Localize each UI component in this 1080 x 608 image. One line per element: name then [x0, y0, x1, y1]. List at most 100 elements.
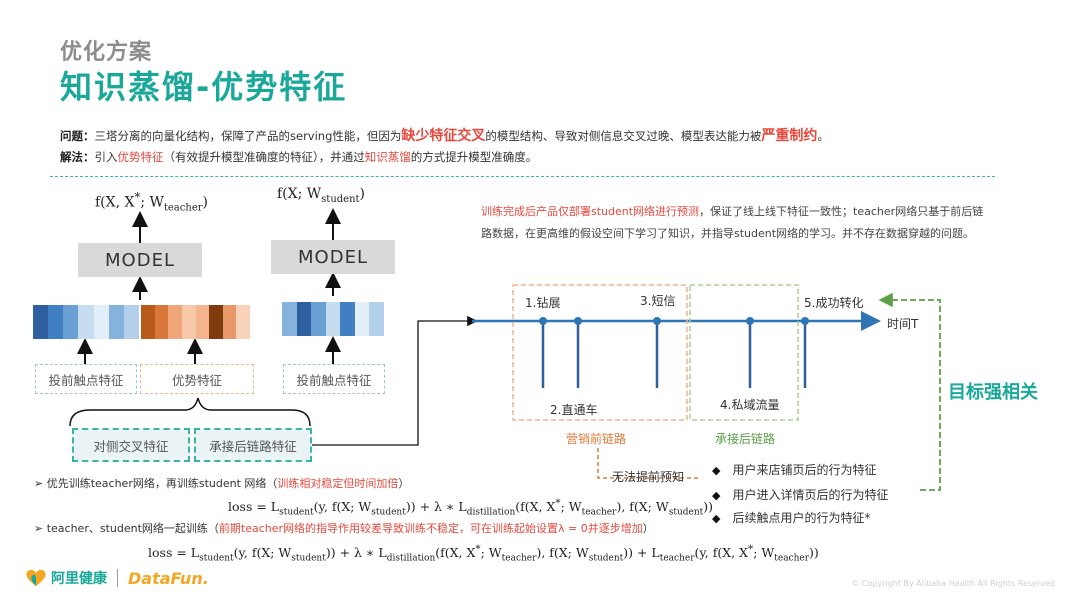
embedding-cell: [181, 305, 196, 339]
embedding-cell: [325, 302, 341, 336]
behavior-item-2: ◆ 用户进入详情页后的行为特征: [712, 486, 888, 503]
student-output-pre: f(X; W: [277, 186, 322, 202]
behavior-text: 用户来店铺页后的行为特征: [732, 463, 877, 477]
behavior-text: 用户进入详情页后的行为特征: [732, 488, 889, 502]
student-output-formula: f(X; Wstudent): [277, 186, 365, 205]
section-divider: [50, 176, 995, 177]
bullet-2-close: ）: [642, 522, 654, 535]
embedding-cell: [154, 305, 169, 339]
teacher-pre-touch-feature: 投前触点特征: [35, 364, 137, 394]
brand-divider: [117, 569, 118, 587]
training-bullet-2: ➢ teacher、student网络一起训练（前期teacher网络的指导作用…: [34, 520, 654, 536]
teacher-output-sup: *: [134, 190, 141, 204]
stage-5-label: 5.成功转化: [804, 296, 864, 310]
diamond-bullet-icon: ◆: [712, 464, 721, 477]
embedding-cell: [48, 305, 64, 339]
embedding-cell: [222, 305, 237, 339]
teacher-output-formula: f(X, X*; Wteacher): [95, 190, 208, 213]
advantage-feature: 优势特征: [140, 364, 254, 394]
embedding-cell: [311, 302, 326, 336]
solution-statement: 解法：引入优势特征（有效提升模型准确度的特征），并通过知识蒸馏的方式提升模型准确…: [60, 149, 537, 165]
teacher-output-post: ): [202, 194, 208, 211]
teacher-output-sub: teacher: [163, 202, 203, 214]
diamond-bullet-icon: ◆: [712, 512, 721, 525]
training-bullet-1: ➢ 优先训练teacher网络，再训练student 网络（训练相对稳定但时间加…: [34, 475, 409, 491]
alihealth-brand-text: 阿里健康: [51, 571, 107, 587]
alihealth-logo-icon: [26, 569, 46, 586]
cross-feature: 对侧交叉特征: [72, 428, 190, 462]
arrow-bullet-icon: ➢: [34, 522, 47, 535]
loss-formula-2: loss = Lstudent(y, f(X; Wstudent)) + λ ∗…: [148, 543, 819, 564]
embedding-cell: [141, 305, 155, 339]
datafun-brand-text: DataFun.: [128, 568, 209, 588]
problem-highlight-2: 严重制约: [761, 128, 818, 144]
problem-text-1: 三塔分离的向量化结构，保障了产品的serving性能，但因为: [94, 129, 402, 143]
solution-label: 解法：: [60, 150, 95, 164]
solution-text-3: 的方式提升模型准确度。: [410, 150, 538, 164]
post-chain-feature: 承接后链路特征: [194, 428, 312, 462]
bullet-1-close: ）: [398, 477, 410, 490]
problem-text-3: 。: [817, 129, 829, 143]
stage-1-label: 1.钻展: [525, 296, 561, 310]
loss-formula-1: loss = Lstudent(y, f(X; Wstudent)) + λ ∗…: [228, 497, 714, 518]
stage-2-label: 2.直通车: [550, 403, 598, 417]
behavior-item-3: ◆ 后续触点用户的行为特征*: [712, 509, 870, 526]
embedding-cell: [33, 305, 49, 339]
student-output-post: ): [359, 186, 366, 202]
solution-highlight-2: 知识蒸馏: [364, 150, 411, 164]
bullet-1-text: 优先训练teacher网络，再训练student 网络（: [46, 477, 278, 490]
teacher-output-pre: f(X, X: [95, 194, 135, 211]
time-axis-label: 时间T: [887, 317, 919, 331]
embedding-cell: [236, 305, 250, 339]
diamond-bullet-icon: ◆: [712, 489, 721, 502]
copyright-text: © Copyright By Alibaba Health All Rights…: [851, 579, 1055, 588]
footer-brand: 阿里健康 DataFun.: [25, 568, 209, 588]
embedding-cell: [354, 302, 370, 336]
embedding-cell: [63, 305, 79, 339]
arrow-bullet-icon: ➢: [34, 477, 47, 490]
pre-chain-label: 营销前链路: [566, 432, 627, 446]
embedding-cell: [195, 305, 210, 339]
student-pre-touch-feature: 投前触点特征: [283, 364, 385, 394]
deployment-text: ，保证了线上线下特征一致性；teacher网络只基于前后链路数据，在更高维的假设…: [481, 205, 984, 240]
bullet-2-note: 前期teacher网络的指导作用较差导致训练不稳定，可在训练起始设置λ = 0并…: [218, 522, 643, 535]
student-model-box: MODEL: [271, 240, 395, 274]
embedding-cell: [78, 305, 94, 339]
embedding-cell: [168, 305, 182, 339]
embedding-cell: [369, 302, 385, 336]
solution-text-1: 引入: [94, 150, 118, 164]
behavior-text: 后续触点用户的行为特征*: [732, 511, 871, 525]
deployment-highlight: 训练完成后产品仅部署student网络进行预测: [481, 205, 700, 218]
embedding-cell: [108, 305, 124, 339]
embedding-cell: [209, 305, 223, 339]
unpredictable-label: 无法提前预知: [612, 470, 685, 484]
problem-highlight-1: 缺少特征交叉: [401, 128, 486, 144]
teacher-embedding-orange: [141, 305, 250, 339]
solution-text-2: （有效提升模型准确度的特征），并通过: [163, 150, 365, 164]
problem-label: 问题：: [60, 129, 95, 143]
bullet-2-text: teacher、student网络一起训练（: [46, 522, 219, 535]
section-subtitle: 优化方案: [60, 40, 153, 65]
teacher-output-mid: ; W: [140, 194, 164, 211]
behavior-item-1: ◆ 用户来店铺页后的行为特征: [712, 461, 876, 478]
embedding-cell: [296, 302, 312, 336]
post-chain-label: 承接后链路: [715, 432, 776, 446]
bullet-1-note: 训练相对稳定但时间加倍: [277, 477, 399, 490]
teacher-model-box: MODEL: [78, 243, 202, 277]
student-output-sub: student: [321, 193, 360, 205]
page-title: 知识蒸馏-优势特征: [60, 68, 348, 106]
student-embedding-blue: [282, 302, 385, 336]
problem-text-2: 的模型结构、导致对侧信息交叉过晚、模型表达能力被: [485, 129, 762, 143]
deployment-description: 训练完成后产品仅部署student网络进行预测，保证了线上线下特征一致性；tea…: [481, 201, 986, 245]
embedding-cell: [93, 305, 109, 339]
stage-4-label: 4.私域流量: [720, 398, 780, 412]
embedding-cell: [282, 302, 297, 336]
teacher-embedding-blue: [33, 305, 139, 339]
embedding-cell: [340, 302, 355, 336]
solution-highlight-1: 优势特征: [117, 150, 164, 164]
stage-3-label: 3.短信: [640, 294, 676, 308]
embedding-cell: [123, 305, 139, 339]
target-correlation-label: 目标强相关: [948, 382, 1038, 403]
problem-statement: 问题：三塔分离的向量化结构，保障了产品的serving性能，但因为缺少特征交叉的…: [60, 125, 829, 145]
